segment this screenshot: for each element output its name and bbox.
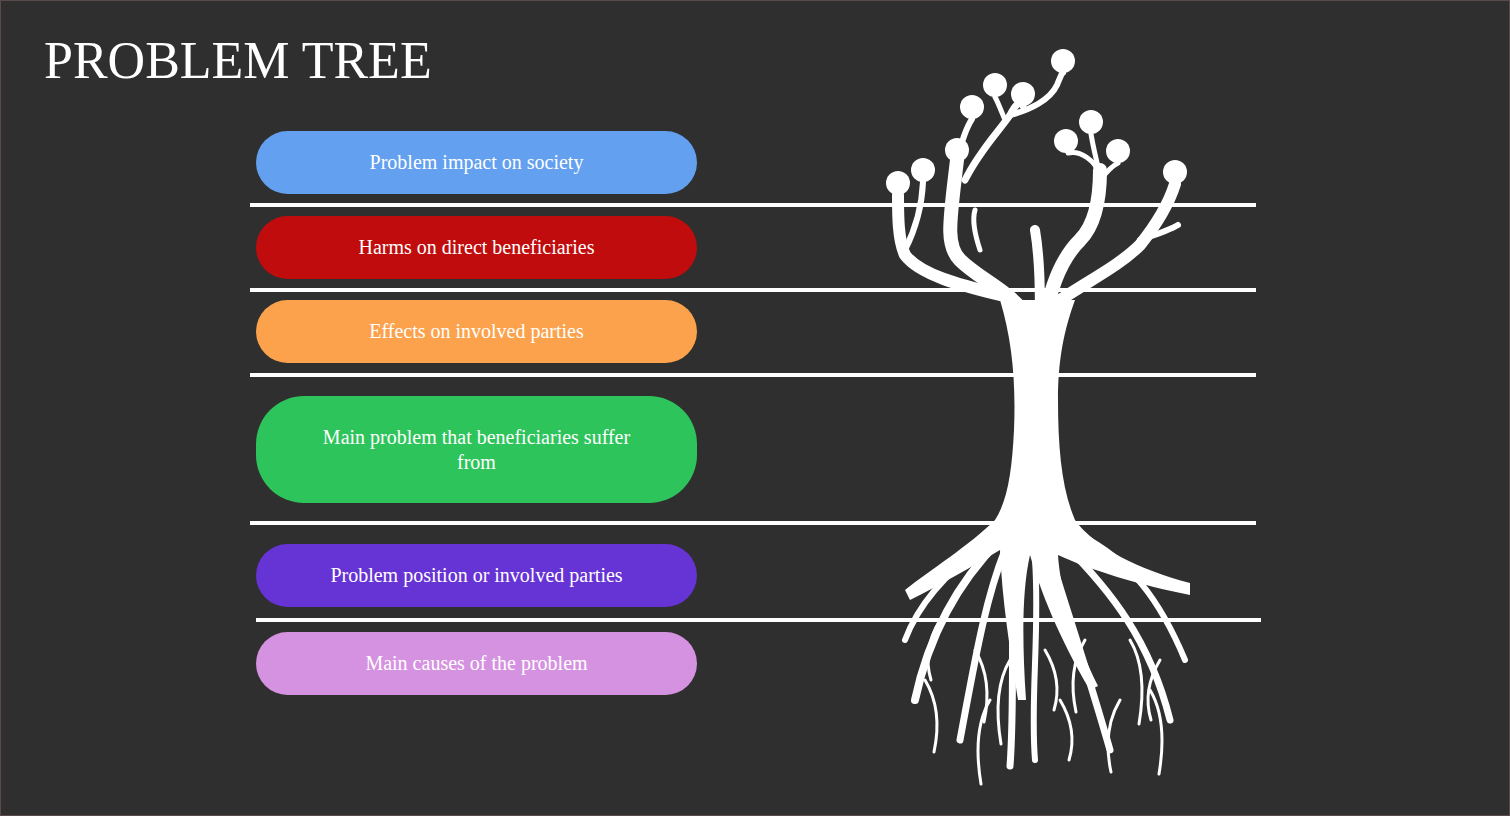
root-strand — [978, 700, 990, 784]
pill-label: Problem impact on society — [370, 150, 584, 175]
tree-roots — [905, 535, 1185, 784]
tree-branches — [898, 73, 1178, 330]
diagram-title: PROBLEM TREE — [44, 32, 432, 89]
root-strand — [1130, 640, 1142, 724]
root-strand — [1150, 690, 1162, 774]
pill-label: Harms on direct beneficiaries — [358, 235, 594, 260]
root-strand — [1060, 700, 1072, 760]
root-strand — [1045, 650, 1057, 710]
pill-label: Main problem that beneficiaries suffer f… — [296, 425, 657, 475]
root-strand — [925, 680, 937, 752]
pill-label: Main causes of the problem — [365, 651, 587, 676]
root-strand — [928, 620, 940, 680]
problem-pill: Main causes of the problem — [256, 632, 697, 695]
problem-pill: Effects on involved parties — [256, 300, 697, 363]
problem-pill: Main problem that beneficiaries suffer f… — [256, 396, 697, 503]
root-strand — [998, 660, 1010, 744]
root-strand — [1108, 700, 1120, 772]
root-strand — [1073, 640, 1085, 712]
pill-label: Problem position or involved parties — [330, 563, 622, 588]
problem-pill: Problem position or involved parties — [256, 544, 697, 607]
pill-label: Effects on involved parties — [369, 319, 584, 344]
problem-pill: Problem impact on society — [256, 131, 697, 194]
problem-pill: Harms on direct beneficiaries — [256, 216, 697, 279]
